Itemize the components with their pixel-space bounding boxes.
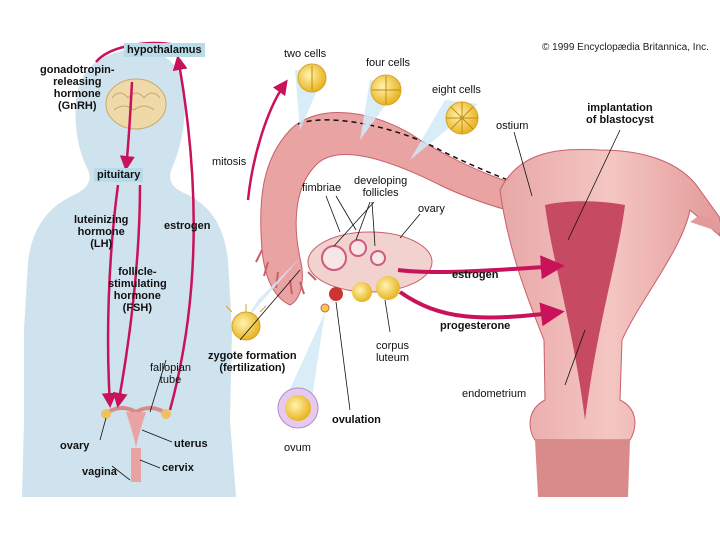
ovary-hormone-arrows (397, 255, 565, 327)
embryo-path (297, 119, 566, 247)
label-two-cells: two cells (284, 48, 327, 60)
label-four-cells: four cells (366, 57, 411, 69)
label-ovary-right: ovary (418, 203, 445, 215)
label-fsh: follicle- stimulating hormone (FSH) (108, 266, 167, 314)
body-silhouette (22, 48, 236, 497)
cell-two (297, 63, 327, 93)
label-lh: luteinizing hormone (LH) (74, 214, 129, 250)
zygote-cell (225, 304, 267, 341)
label-uterus: uterus (174, 438, 208, 450)
fimbriae-fringe (255, 249, 317, 295)
label-zygote-formation: zygote formation (fertilization) (208, 350, 297, 374)
label-fimbriae: fimbriae (302, 182, 342, 194)
label-implantation: implantation of blastocyst (586, 102, 654, 126)
label-estrogen-right: estrogen (452, 269, 499, 281)
label-estrogen-left: estrogen (164, 220, 211, 232)
mitosis-arrow (246, 79, 288, 201)
ovary-large (307, 231, 433, 313)
copyright-notice: © 1999 Encyclopædia Britannica, Inc. (542, 42, 709, 53)
leader-lines (99, 129, 621, 481)
ovum-cell (277, 387, 319, 429)
label-mitosis: mitosis (212, 156, 247, 168)
small-reproductive-tract (101, 406, 171, 482)
label-corpus-luteum: corpus luteum (376, 340, 410, 364)
label-gnrh: gonadotropin- releasing hormone (GnRH) (40, 64, 115, 112)
label-ovary-left: ovary (60, 440, 90, 452)
hormone-arrows (95, 41, 195, 411)
label-pituitary: pituitary (94, 168, 144, 182)
label-ovum: ovum (284, 442, 311, 454)
label-developing-follicles: developing follicles (354, 175, 408, 199)
label-ovulation: ovulation (332, 414, 381, 426)
brain-illustration (105, 78, 167, 130)
uterus-large (499, 148, 720, 497)
label-fallopian-tube: fallopian tube (150, 362, 191, 386)
label-endometrium: endometrium (462, 388, 527, 400)
label-eight-cells: eight cells (432, 84, 481, 96)
label-progesterone: progesterone (440, 320, 511, 332)
cell-four (370, 74, 402, 106)
label-ostium: ostium (496, 120, 529, 132)
label-cervix: cervix (162, 462, 194, 474)
label-vagina: vagina (82, 466, 117, 478)
label-hypothalamus: hypothalamus (124, 43, 205, 57)
cell-eight (445, 101, 479, 135)
